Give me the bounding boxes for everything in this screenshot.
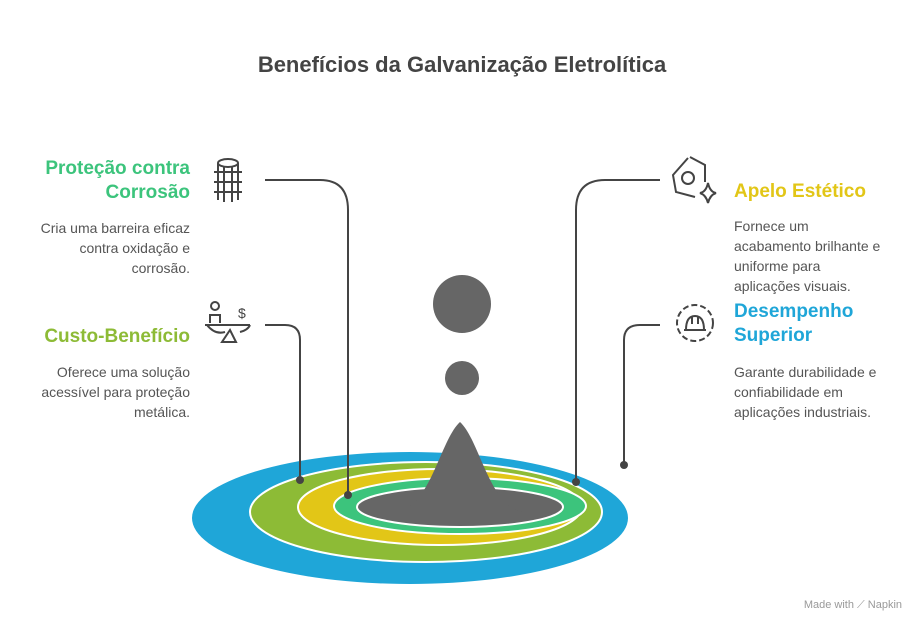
drop-small bbox=[445, 361, 479, 395]
hex-nut-sparkle-icon bbox=[671, 156, 717, 204]
gear-hardhat-icon bbox=[676, 304, 714, 342]
svg-text:$: $ bbox=[238, 305, 246, 321]
connector-3 bbox=[575, 179, 660, 482]
connector-4 bbox=[623, 324, 660, 465]
connector-2 bbox=[265, 324, 301, 480]
heading-cost-benefit: Custo-Benefício bbox=[44, 326, 190, 347]
napkin-watermark[interactable]: Made with ⟋ Napkin bbox=[803, 599, 902, 611]
scale-person-dollar-icon: $ bbox=[205, 301, 251, 343]
drop-large bbox=[433, 275, 491, 333]
connector-1 bbox=[265, 179, 349, 495]
rebar-column-icon bbox=[214, 158, 242, 202]
page-title: Benefícios da Galvanização Eletrolítica bbox=[257, 52, 667, 77]
droplet-splash bbox=[395, 422, 525, 512]
heading-aesthetic-appeal: Apelo Estético bbox=[734, 181, 866, 202]
